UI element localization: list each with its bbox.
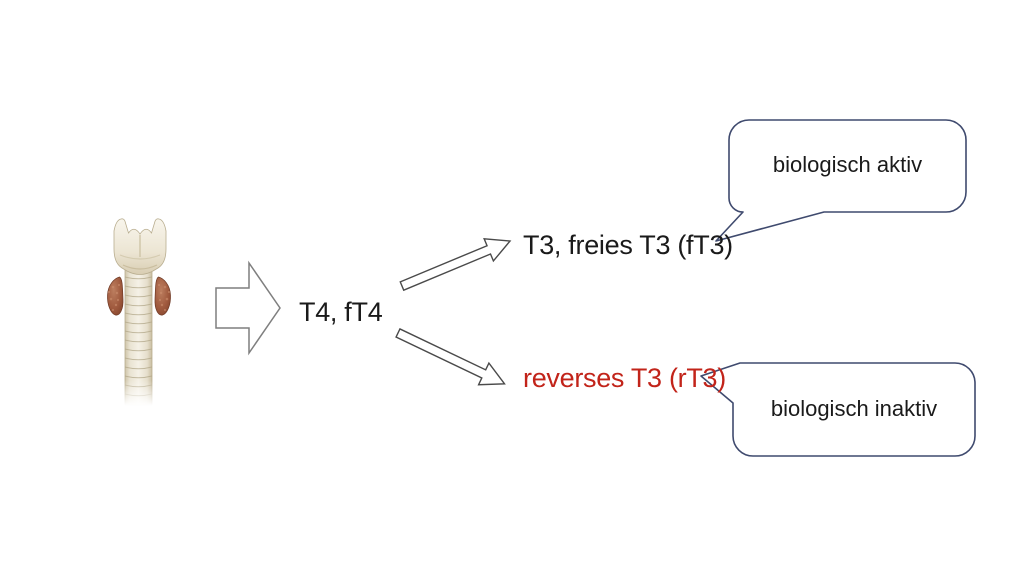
- thyroid-lobes: [107, 276, 171, 316]
- arrow-down-right-icon: [395, 328, 506, 386]
- thyroid-lobe-left: [107, 276, 124, 316]
- callout-label-aktiv: biologisch aktiv: [772, 152, 923, 177]
- callout-label-inaktiv: biologisch inaktiv: [770, 395, 938, 421]
- node-label-t3: T3, freies T3 (fT3): [523, 230, 733, 260]
- callout-bubble-inaktiv: [700, 362, 976, 457]
- node-label-rt3: reverses T3 (rT3): [523, 363, 726, 393]
- trachea-fade: [119, 380, 158, 410]
- callout-bubble-aktiv: [715, 119, 967, 242]
- block-arrow-right-icon: [215, 260, 281, 356]
- thyroid-lobe-right: [154, 276, 171, 316]
- thyroid-illustration: [107, 218, 171, 410]
- larynx-cartilage: [113, 218, 167, 275]
- arrow-up-right-icon: [399, 238, 512, 292]
- node-label-t4: T4, fT4: [299, 297, 383, 327]
